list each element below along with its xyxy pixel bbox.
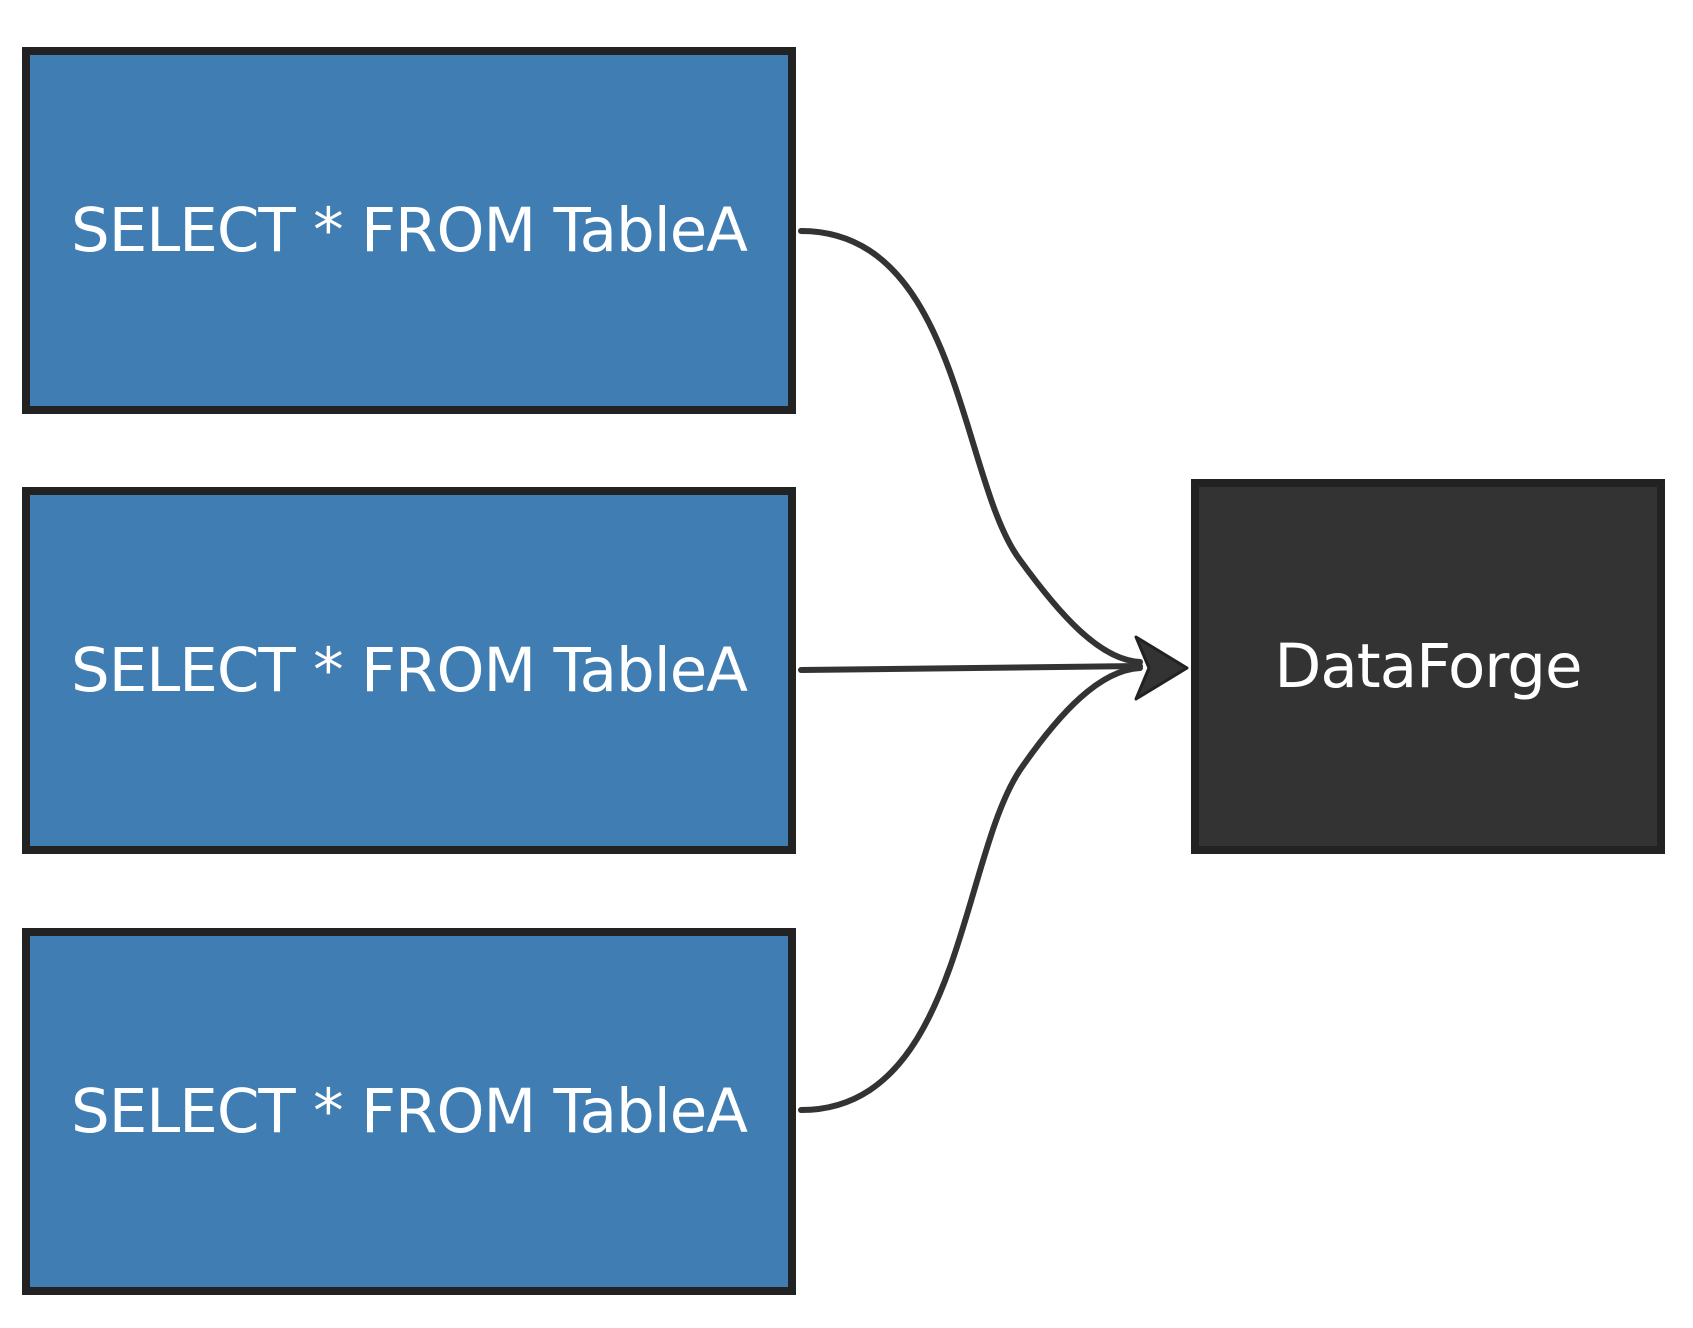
- source-node-3[interactable]: SELECT * FROM TableA: [22, 928, 796, 1295]
- edge-source-3-to-dataforge: [798, 665, 1143, 1113]
- source-node-1-label: SELECT * FROM TableA: [71, 195, 748, 266]
- arrowhead: [1134, 635, 1189, 701]
- source-node-3-label: SELECT * FROM TableA: [71, 1076, 748, 1147]
- edge-source-2-to-dataforge: [798, 663, 1143, 673]
- source-node-2[interactable]: SELECT * FROM TableA: [22, 487, 796, 854]
- target-node-label: DataForge: [1274, 631, 1582, 702]
- edge-source-1-to-dataforge: [798, 228, 1143, 665]
- target-node-dataforge[interactable]: DataForge: [1191, 479, 1665, 854]
- source-node-1[interactable]: SELECT * FROM TableA: [22, 47, 796, 414]
- source-node-2-label: SELECT * FROM TableA: [71, 635, 748, 706]
